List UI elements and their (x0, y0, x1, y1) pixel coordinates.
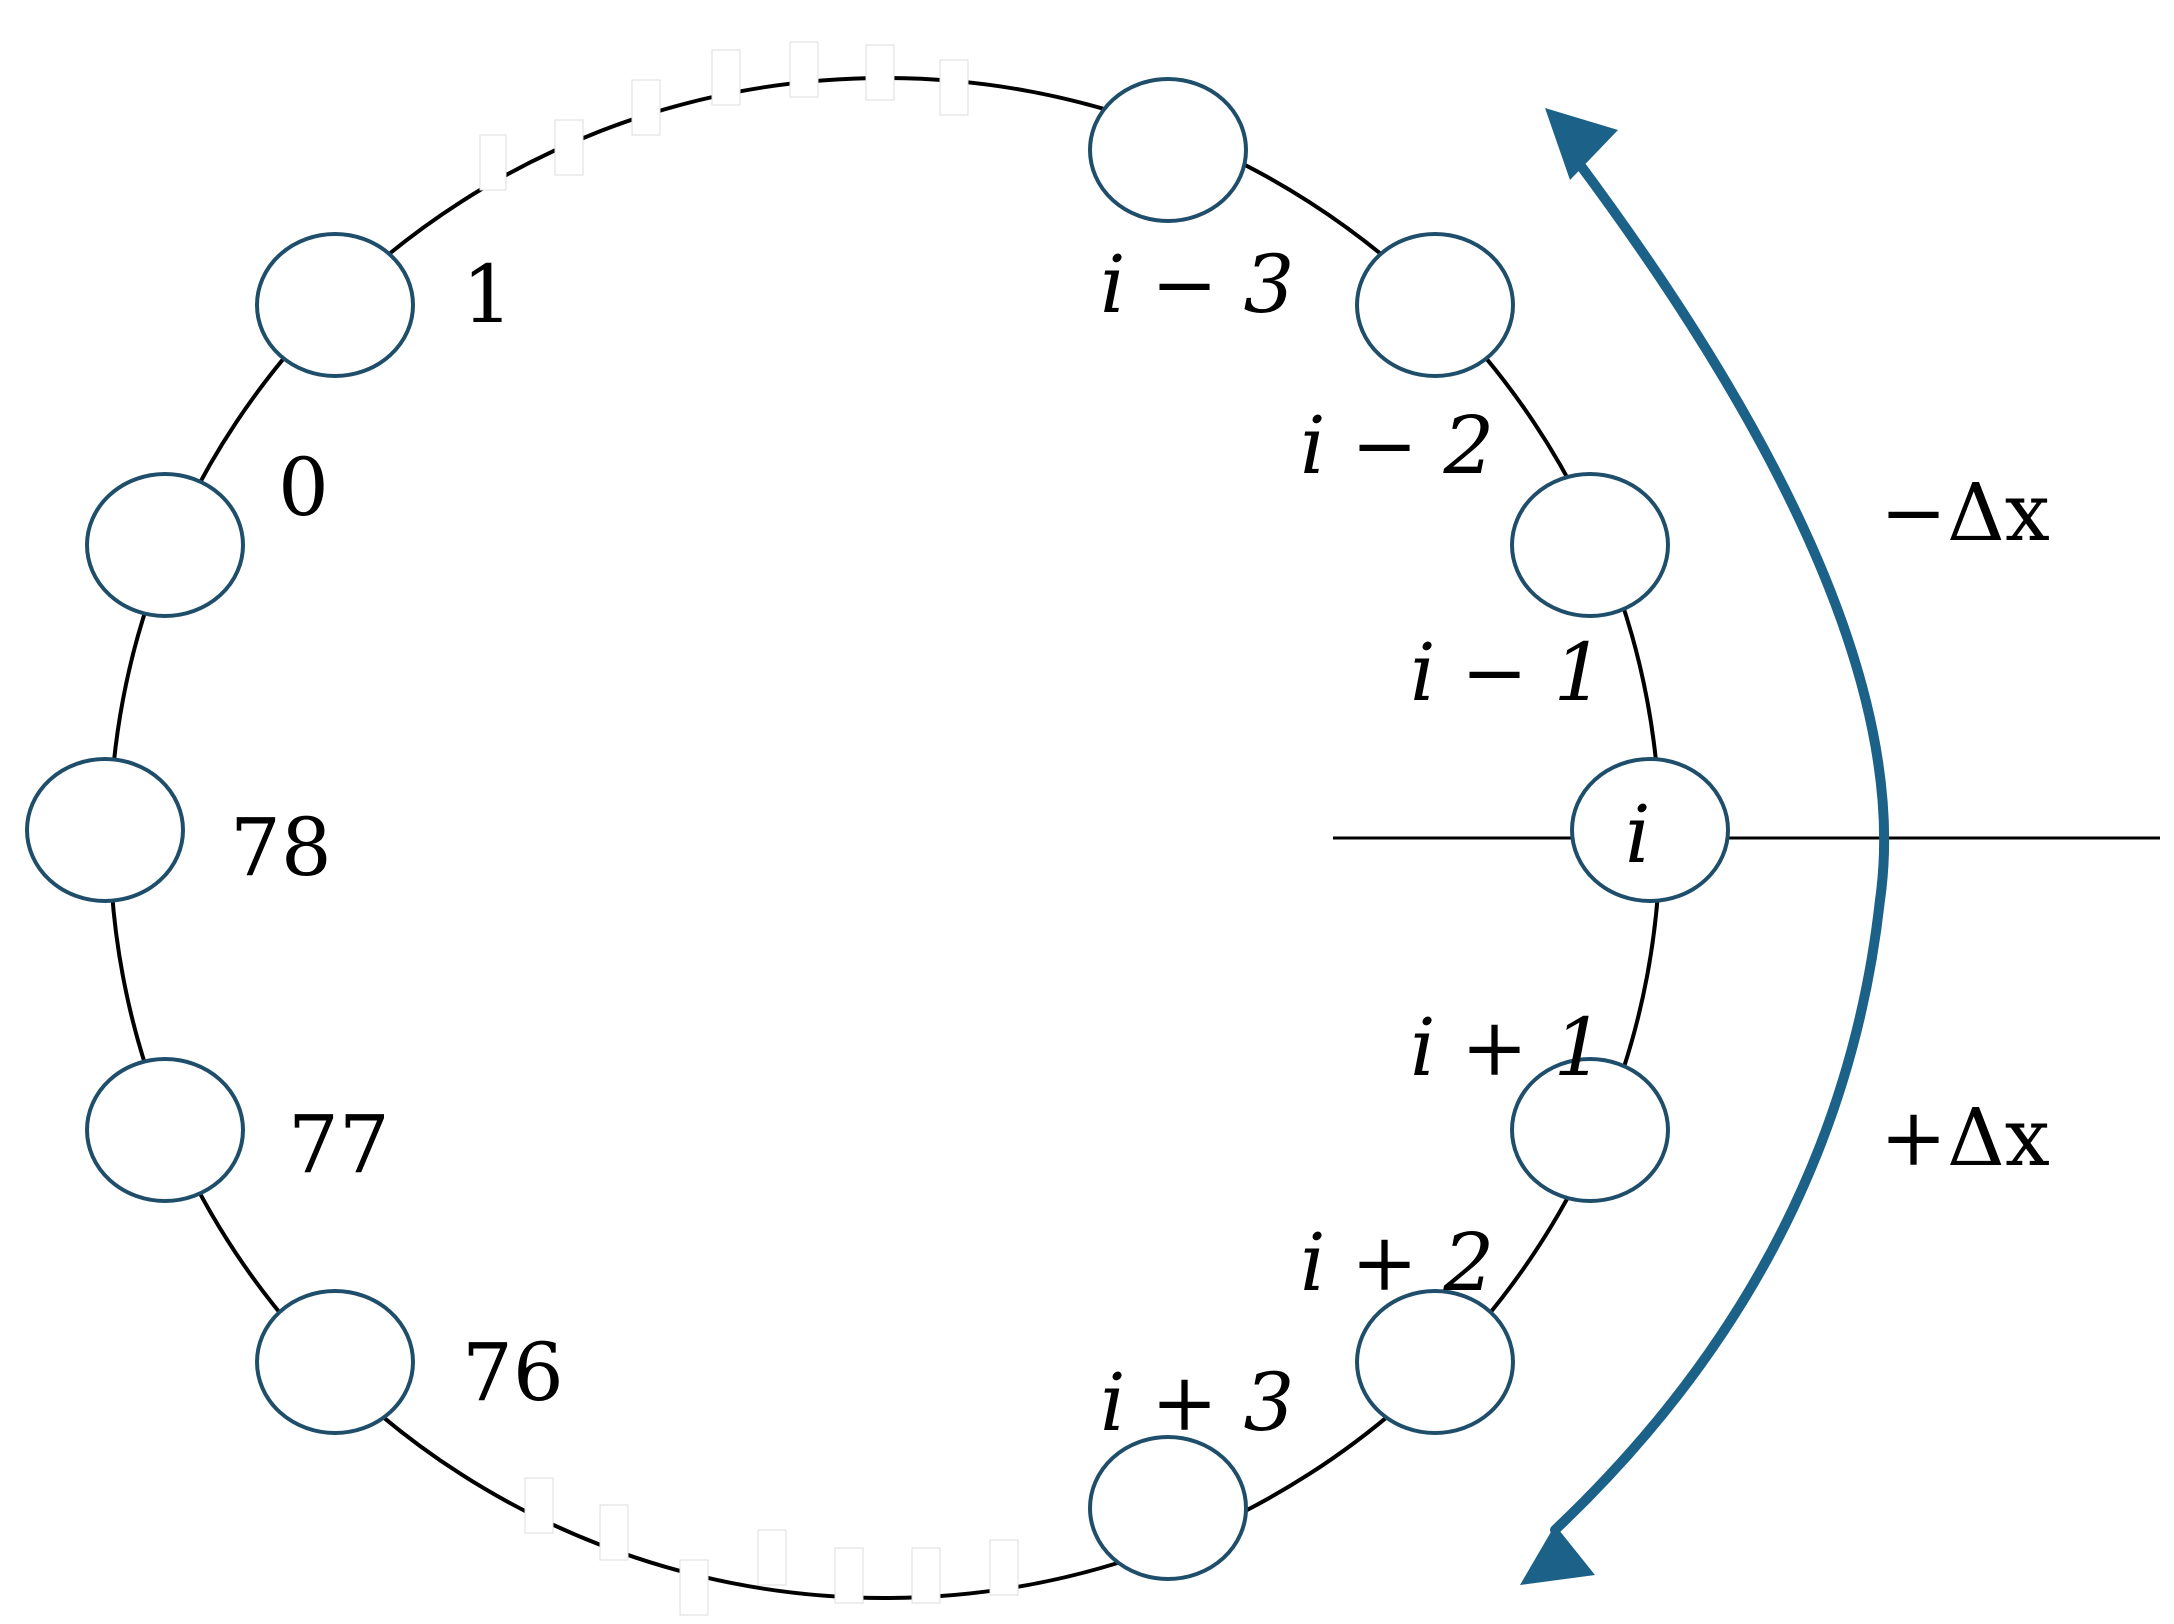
label-i-plus-2: i + 2 (1300, 1216, 1494, 1309)
node-i-minus-1 (1510, 472, 1670, 618)
node-i-plus-3 (1088, 1435, 1248, 1581)
label-76: 76 (462, 1326, 564, 1419)
node-78 (25, 757, 185, 903)
node-i-plus-1 (1510, 1057, 1670, 1203)
label-negative-delta-x: −Δx (1880, 466, 2050, 559)
label-i-minus-1: i − 1 (1410, 626, 1604, 719)
node-i-minus-3 (1088, 77, 1248, 223)
label-i: i (1625, 788, 1651, 881)
label-i-plus-1: i + 1 (1410, 1001, 1604, 1094)
label-78: 78 (230, 801, 332, 894)
node-77 (85, 1057, 245, 1203)
node-i (1570, 757, 1730, 903)
node-i-plus-2 (1355, 1289, 1515, 1435)
node-1 (255, 232, 415, 378)
label-0: 0 (278, 441, 329, 534)
node-i-minus-2 (1355, 232, 1515, 378)
node-0 (85, 472, 245, 618)
label-i-plus-3: i + 3 (1100, 1356, 1294, 1449)
ring-gap-bottom (524, 1477, 1019, 1616)
ring-gap-top (479, 41, 969, 191)
double-headed-curved-arrow-icon (1520, 108, 1890, 1585)
label-1: 1 (462, 248, 513, 341)
label-i-minus-3: i − 3 (1100, 238, 1294, 331)
label-positive-delta-x: +Δx (1880, 1091, 2050, 1184)
node-76 (255, 1289, 415, 1435)
label-i-minus-2: i − 2 (1300, 399, 1494, 492)
label-77: 77 (288, 1098, 390, 1191)
